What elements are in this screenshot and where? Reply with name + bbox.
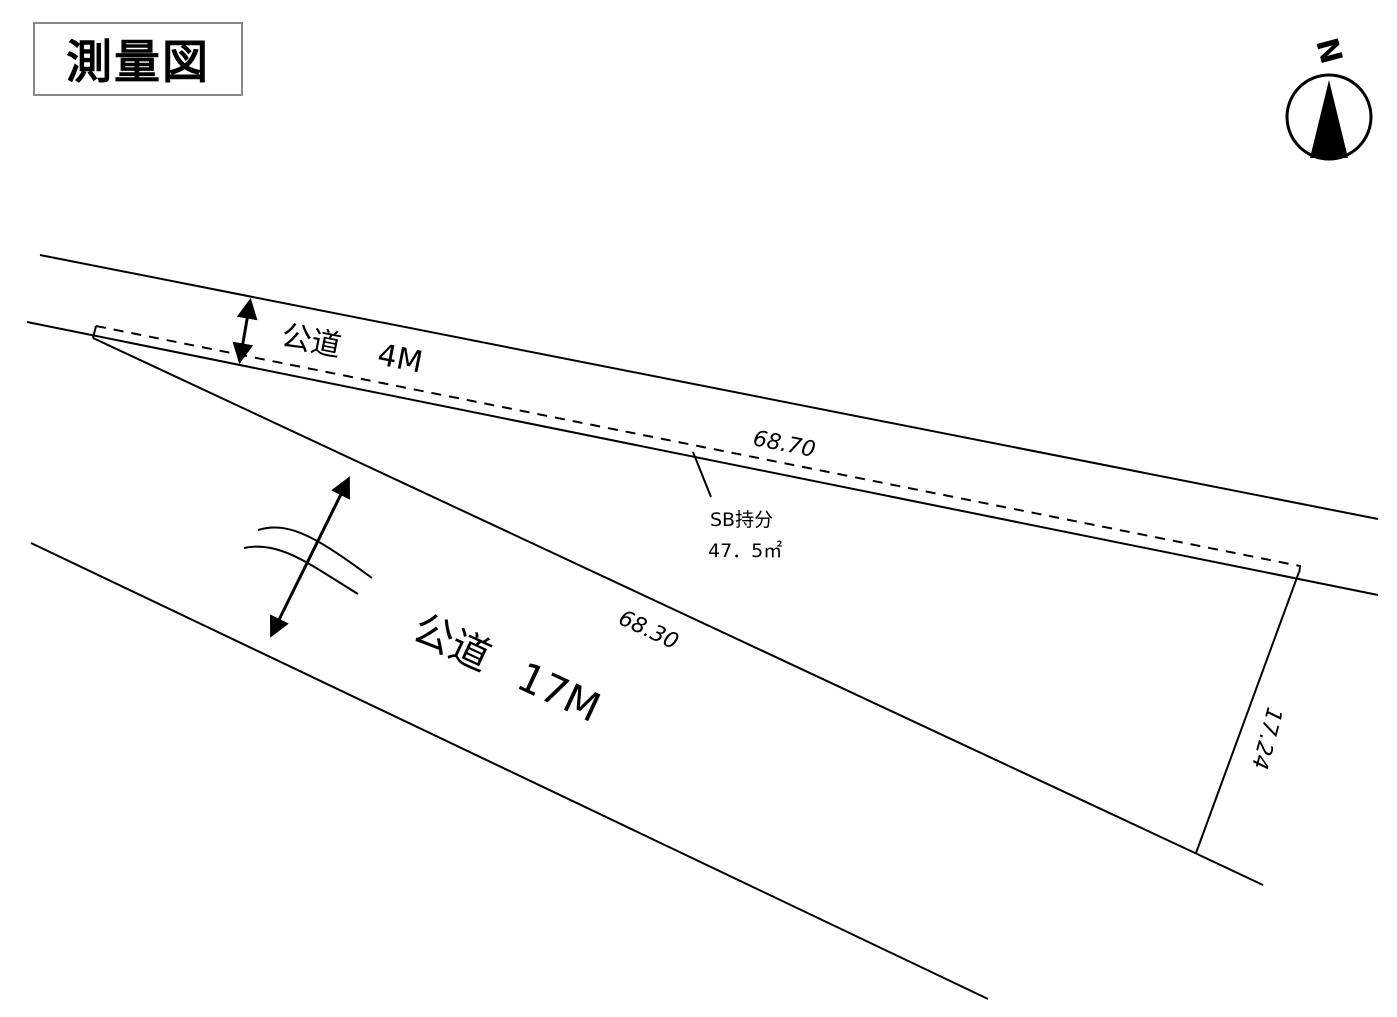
share-boundary-left-tick <box>92 325 97 339</box>
road-17m-near-edge-extension <box>1194 852 1264 886</box>
road-4m-width-arrow <box>232 297 258 365</box>
compass-icon: N <box>1285 34 1373 161</box>
page-title: 測量図 <box>66 35 210 89</box>
lot-bottom-edge <box>92 337 1196 854</box>
road-17m-name: 公道 <box>406 605 498 680</box>
road-4m-inner-edge <box>26 321 1379 596</box>
road-4m-outer-edge <box>39 254 1379 520</box>
right-edge-dimension: 17.24 <box>1246 704 1286 771</box>
title-frame: 測量図 <box>33 22 243 96</box>
road-17m-width-label: 17M <box>510 654 607 732</box>
road-17m-width-arrow <box>270 476 350 638</box>
road-17m-far-edge <box>30 542 989 1000</box>
north-label: N <box>1308 34 1348 67</box>
road-4m-width-label: 4M <box>375 338 426 381</box>
road-4m-name: 公道 <box>278 319 344 365</box>
break-symbol-icon <box>243 526 373 595</box>
lot-right-edge <box>1195 571 1300 854</box>
share-leader-line <box>692 451 712 498</box>
top-edge-dimension: 68.70 <box>751 426 818 463</box>
share-boundary-dashed <box>95 325 1302 577</box>
share-note-line1: SB持分 <box>710 509 773 531</box>
bottom-edge-dimension: 68.30 <box>614 606 682 655</box>
share-note-line2: 47．5㎡ <box>708 539 782 562</box>
